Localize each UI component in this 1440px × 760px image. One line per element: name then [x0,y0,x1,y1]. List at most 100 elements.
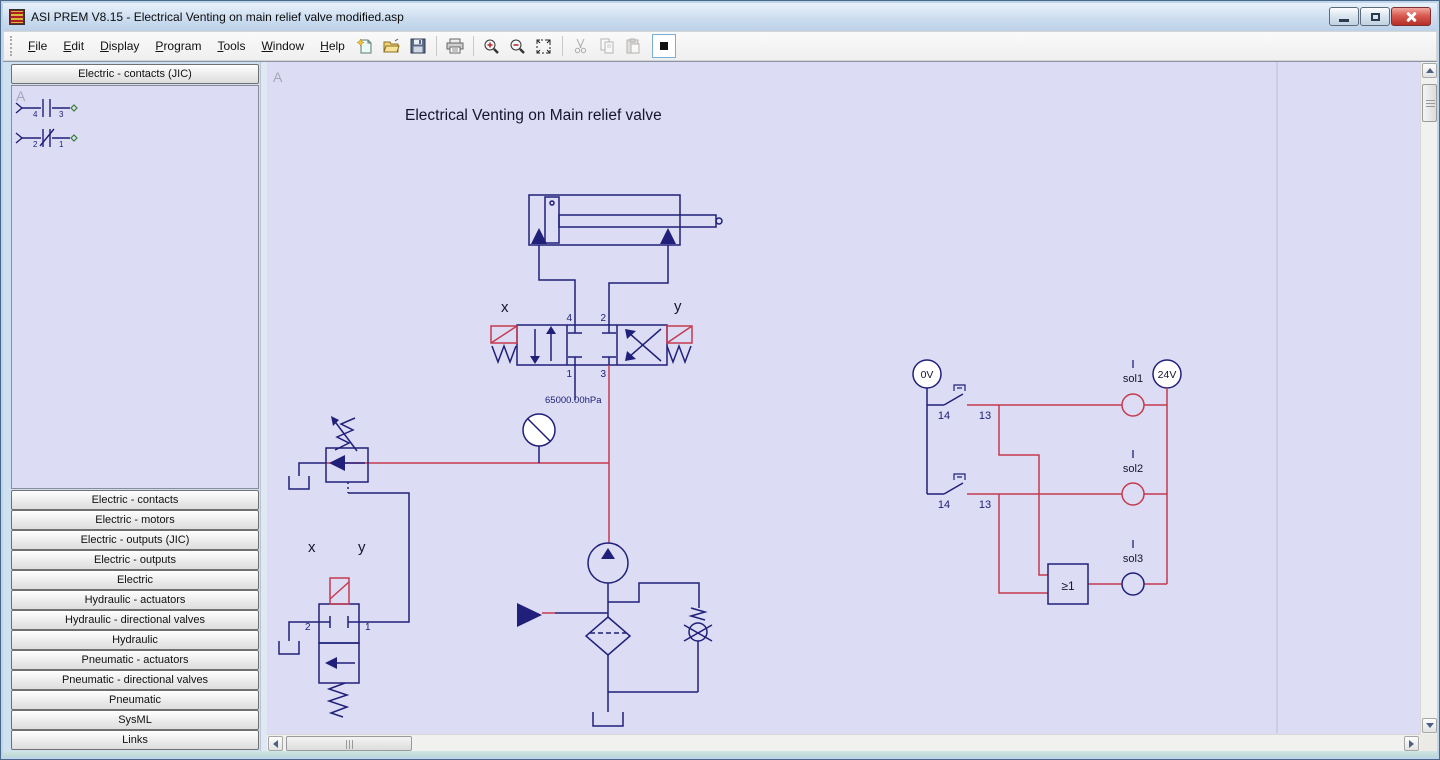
sidebar-item-electric-outputs-jic[interactable]: Electric - outputs (JIC) [11,530,259,550]
coil-sol2[interactable] [1121,482,1145,506]
venting-valve[interactable]: 2 1 x y [278,539,371,718]
sidebar-item-sysml[interactable]: SysML [11,710,259,730]
menu-help[interactable]: Help [320,39,345,53]
library-sidebar: Electric - contacts (JIC) A 4 3 [10,62,260,751]
port-label-1: 1 [566,369,572,380]
control-wiring[interactable] [967,404,1167,594]
open-file-button[interactable] [380,34,404,58]
sidebar-item-electric-motors[interactable]: Electric - motors [11,510,259,530]
pin-label: 2 [33,140,38,149]
minimize-button[interactable] [1329,7,1359,26]
coil-sol1[interactable] [1121,393,1145,417]
toolbar-separator [435,36,437,56]
zoom-in-button[interactable] [480,34,504,58]
thumb-grip [349,740,350,749]
pressure-measurement[interactable]: 65000.00hPa [545,395,602,406]
cylinder[interactable] [528,194,723,246]
scroll-right-button[interactable] [1404,736,1419,751]
library-symbol-contact-nc[interactable]: 2 1 [15,128,78,149]
copy-button[interactable] [595,34,619,58]
cut-icon [575,38,587,54]
sidebar-item-hydraulic-directional-valves[interactable]: Hydraulic - directional valves [11,610,259,630]
close-button[interactable] [1391,7,1431,26]
check-valve-branch[interactable] [608,582,713,693]
sidebar-item-hydraulic[interactable]: Hydraulic [11,630,259,650]
sidebar-item-electric-contacts[interactable]: Electric - contacts [11,490,259,510]
new-file-button[interactable] [354,34,378,58]
scroll-left-button[interactable] [268,736,283,751]
vertical-scrollbar[interactable] [1420,62,1437,734]
schematic-title[interactable]: Electrical Venting on Main relief valve [405,107,662,124]
menu-toolbar: File Edit Display Program Tools Window H… [3,31,1437,61]
sidebar-item-hydraulic-actuators[interactable]: Hydraulic - actuators [11,590,259,610]
library-symbol-contact-no[interactable]: 4 3 [15,99,78,119]
toolbar-separator [561,36,563,56]
save-button[interactable] [406,34,430,58]
menu-edit[interactable]: Edit [63,39,85,53]
menu-window[interactable]: Window [261,39,305,53]
stop-tool-button[interactable] [651,34,676,58]
zoom-out-button[interactable] [506,34,530,58]
sidebar-item-links[interactable]: Links [11,730,259,750]
sidebar-splitter[interactable] [260,62,267,751]
port-label-3: 3 [600,369,606,380]
thumb-grip [1426,103,1435,104]
pump[interactable] [587,542,629,617]
menu-file[interactable]: File [28,39,48,53]
filter[interactable] [584,616,632,727]
zoom-in-icon [484,39,500,54]
toolbar-grip[interactable] [10,36,14,56]
sidebar-item-pneumatic[interactable]: Pneumatic [11,690,259,710]
sidebar-item-pneumatic-actuators[interactable]: Pneumatic - actuators [11,650,259,670]
schematic-canvas[interactable]: A Electrical Venting on Main relief valv… [267,62,1420,734]
paste-icon [626,38,640,54]
zoom-fit-icon [536,39,551,53]
sidebar-item-pneumatic-directional-valves[interactable]: Pneumatic - directional valves [11,670,259,690]
sidebar-item-electric-outputs[interactable]: Electric - outputs [11,550,259,570]
cut-button[interactable] [569,34,593,58]
cylinder-links[interactable] [538,245,669,325]
toolbar-separator [472,36,474,56]
menu-display[interactable]: Display [100,39,140,53]
app-icon [9,9,25,25]
vent-label-x: x [308,539,316,556]
electrical-circuit[interactable]: 0V 24V 14 13 [912,359,1182,605]
sidebar-item-electric[interactable]: Electric [11,570,259,590]
stop-icon [659,42,668,50]
valve-label-y: y [674,298,682,315]
contact-switch-2[interactable] [927,473,966,495]
menu-program[interactable]: Program [155,39,202,53]
horizontal-scrollbar[interactable] [267,734,1420,751]
maximize-button[interactable] [1360,7,1390,26]
vent-port-1: 1 [365,622,371,633]
menu-tools[interactable]: Tools [217,39,246,53]
contact-switch-1[interactable] [927,384,966,406]
window-left-gutter [3,62,10,751]
vertical-scroll-thumb[interactable] [1422,84,1437,122]
pilot-link[interactable] [348,492,410,623]
pressure-gauge[interactable] [522,413,556,463]
library-symbols-panel: A 4 3 [11,85,259,489]
vent-label-y: y [358,539,366,556]
horizontal-scroll-thumb[interactable] [286,736,412,751]
main-directional-valve[interactable]: x y 4 2 1 3 [490,298,693,400]
copy-icon [600,38,614,54]
library-header-button[interactable]: Electric - contacts (JIC) [11,64,259,84]
contact1-pin-13: 13 [979,410,991,422]
relief-valve[interactable] [288,416,369,493]
port-label-2: 2 [600,313,606,324]
scroll-up-button[interactable] [1422,63,1437,78]
contact1-pin-14: 14 [938,410,950,422]
print-icon [446,38,464,54]
scroll-down-button[interactable] [1422,718,1437,733]
coil-sol3[interactable] [1121,572,1145,596]
save-icon [410,38,426,54]
port-label-4: 4 [566,313,572,324]
flow-source-arrow[interactable] [517,603,608,627]
or-gate[interactable]: ≥1 [1047,563,1089,605]
print-button[interactable] [443,34,467,58]
paste-button[interactable] [621,34,645,58]
contact2-pin-13: 13 [979,499,991,511]
pressure-lines[interactable] [326,365,610,614]
zoom-fit-button[interactable] [532,34,556,58]
